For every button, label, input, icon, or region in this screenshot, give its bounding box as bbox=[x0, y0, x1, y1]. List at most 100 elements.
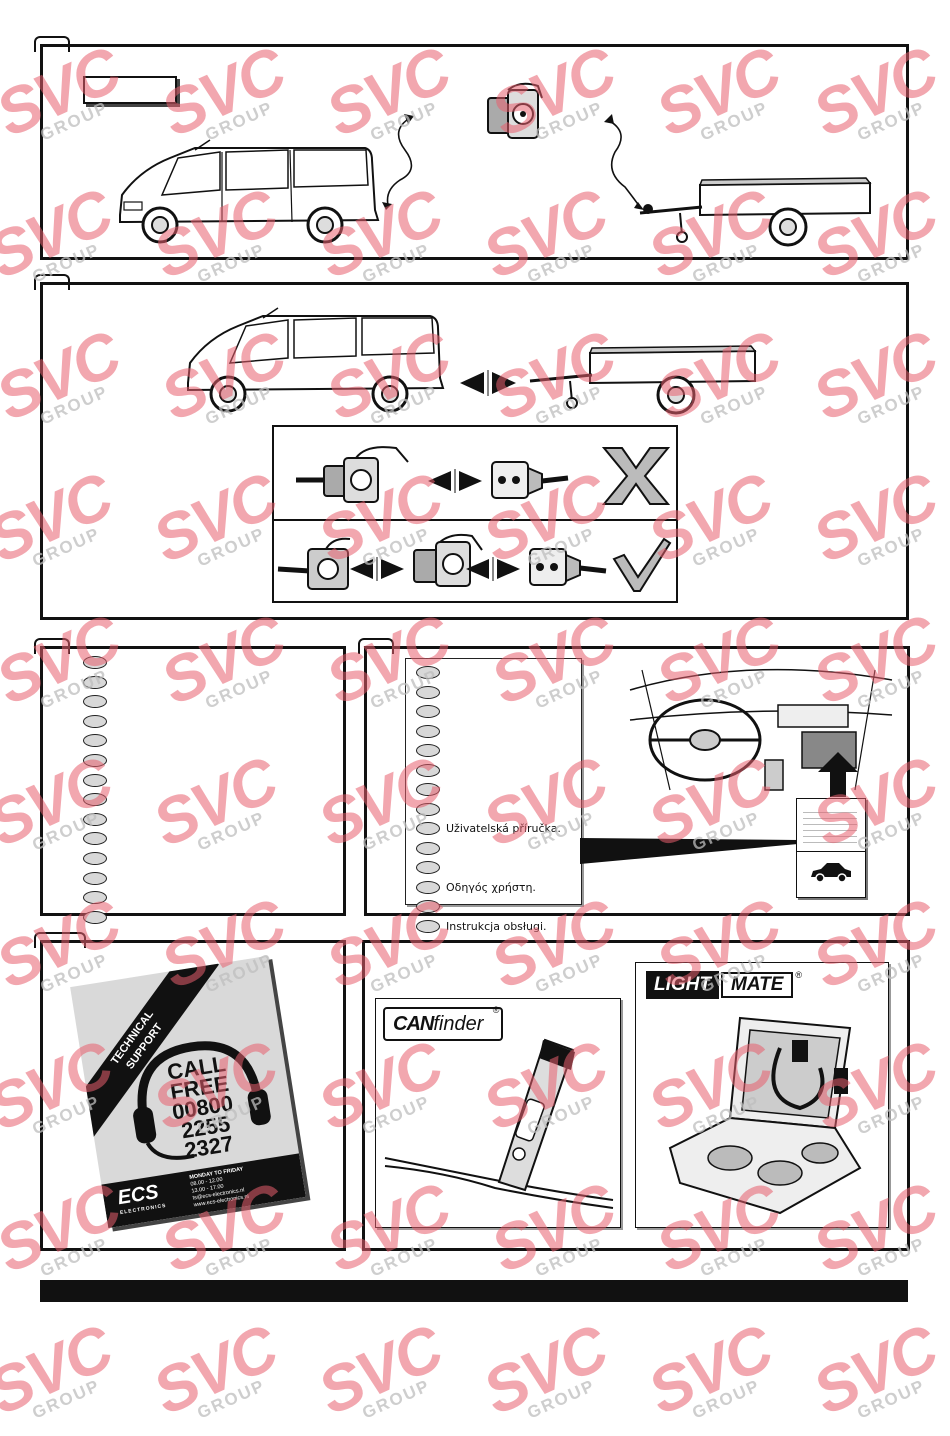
manual-language-text: Uživatelská příručka. bbox=[446, 822, 561, 836]
language-oval bbox=[416, 802, 440, 816]
canfinder-logo-finder: finder bbox=[433, 1013, 484, 1035]
adapter-correct bbox=[413, 533, 483, 587]
language-oval bbox=[83, 793, 107, 807]
watermark-main-text: SVC bbox=[472, 1311, 617, 1429]
support-hours: MONDAY TO FRIDAY 08.00 - 12.00 13.00 - 1… bbox=[189, 1166, 249, 1209]
insert-arrow-icon bbox=[818, 752, 858, 797]
socket-adapter-illustration bbox=[487, 82, 543, 139]
panel-6 bbox=[362, 940, 910, 1251]
headset-icon bbox=[133, 1041, 271, 1160]
manual-language-row bbox=[416, 741, 561, 761]
manual-language-row: Instrukcja obsługi. bbox=[416, 917, 561, 937]
double-arrow-icon-correct-2 bbox=[466, 557, 520, 581]
watermark-sub-text: GROUP bbox=[524, 1375, 599, 1423]
language-oval bbox=[83, 734, 107, 748]
language-oval bbox=[416, 900, 440, 914]
trailer-illustration-2 bbox=[529, 345, 757, 415]
panel-1 bbox=[40, 44, 909, 260]
language-oval bbox=[416, 744, 440, 758]
watermark-main-text: SVC bbox=[142, 1311, 287, 1429]
manual-language-row bbox=[416, 800, 561, 820]
language-oval bbox=[416, 861, 440, 875]
language-oval bbox=[83, 695, 107, 709]
dashboard-illustration bbox=[629, 668, 893, 791]
connection-arrow-right bbox=[604, 114, 644, 210]
incorrect-plug-socket bbox=[296, 446, 409, 503]
language-oval-list bbox=[83, 656, 107, 930]
manual-language-row: Uživatelská příručka. bbox=[416, 819, 561, 839]
language-oval bbox=[83, 832, 107, 846]
manual-language-row bbox=[416, 897, 561, 917]
canfinder-logo: CANfinder ® bbox=[383, 1005, 504, 1041]
connection-arrow-left bbox=[382, 114, 414, 210]
language-oval bbox=[416, 919, 440, 933]
watermark-main-text: SVC bbox=[307, 1311, 452, 1429]
language-oval bbox=[83, 773, 107, 787]
watermark-main-text: SVC bbox=[637, 1311, 782, 1429]
canfinder-logo-can: CAN bbox=[393, 1013, 434, 1035]
van-illustration bbox=[119, 139, 380, 244]
panel-3 bbox=[40, 646, 346, 916]
lightmate-registered: ® bbox=[795, 970, 803, 980]
manual-language-row: Οδηγός χρήστη. bbox=[416, 878, 561, 898]
manual-language-row bbox=[416, 839, 561, 859]
booklet-divider bbox=[797, 851, 865, 852]
language-oval bbox=[83, 910, 107, 924]
language-oval bbox=[416, 763, 440, 777]
watermark-sub-text: GROUP bbox=[29, 1375, 104, 1423]
car-icon bbox=[811, 863, 851, 883]
watermark-sub-text: GROUP bbox=[194, 1375, 269, 1423]
check-icon bbox=[612, 537, 672, 592]
manual-language-row bbox=[416, 663, 561, 683]
double-arrow-icon-incorrect bbox=[428, 469, 482, 493]
support-card: TECHNICAL SUPPORT CALL FREE 00800 2255 2… bbox=[70, 955, 306, 1229]
label-box bbox=[83, 76, 177, 104]
panel-4 bbox=[364, 646, 910, 916]
lightmate-logo-light: LIGHT bbox=[646, 971, 719, 999]
double-arrow-icon bbox=[460, 370, 516, 396]
canfinder-device-illustration bbox=[384, 1038, 614, 1209]
footer-bar bbox=[40, 1280, 908, 1302]
watermark-main-text: SVC bbox=[0, 1311, 122, 1429]
panel-5 bbox=[40, 940, 346, 1251]
language-oval bbox=[416, 705, 440, 719]
language-oval bbox=[83, 656, 107, 669]
cross-icon bbox=[601, 447, 671, 505]
manual-language-card: Uživatelská příručka. Οδηγός χρήστη. Ins… bbox=[405, 658, 582, 933]
trailer-plug-incorrect bbox=[491, 461, 569, 499]
manual-language-row bbox=[416, 722, 561, 742]
ecs-logo: ECS ELECTRONICS bbox=[116, 1180, 167, 1216]
language-oval bbox=[83, 891, 107, 905]
panel-2 bbox=[40, 282, 909, 620]
trailer-illustration bbox=[639, 177, 872, 247]
language-oval bbox=[83, 851, 107, 865]
language-oval bbox=[416, 685, 440, 699]
comparison-divider bbox=[274, 519, 676, 521]
lightmate-logo-mate: MATE bbox=[721, 972, 794, 998]
language-oval bbox=[83, 812, 107, 826]
watermark-sub-text: GROUP bbox=[359, 1375, 434, 1423]
van-illustration-2 bbox=[187, 307, 445, 413]
language-oval bbox=[416, 880, 440, 894]
pointer-wedge bbox=[580, 838, 798, 864]
watermark-main-text: SVC bbox=[802, 1311, 947, 1429]
connection-comparison-box bbox=[272, 425, 678, 603]
language-oval bbox=[416, 822, 440, 836]
vehicle-socket-correct bbox=[277, 537, 351, 590]
trailer-plug-correct bbox=[529, 548, 607, 586]
support-call-text: CALL FREE 00800 2255 2327 bbox=[136, 1049, 270, 1167]
language-oval bbox=[416, 666, 440, 680]
watermark-sub-text: GROUP bbox=[689, 1375, 764, 1423]
manual-language-row bbox=[416, 702, 561, 722]
language-oval bbox=[416, 783, 440, 797]
manual-language-list: Uživatelská příručka. Οδηγός χρήστη. Ins… bbox=[416, 663, 561, 936]
language-oval bbox=[83, 714, 107, 728]
double-arrow-icon-correct-1 bbox=[350, 557, 404, 581]
manual-language-row bbox=[416, 780, 561, 800]
